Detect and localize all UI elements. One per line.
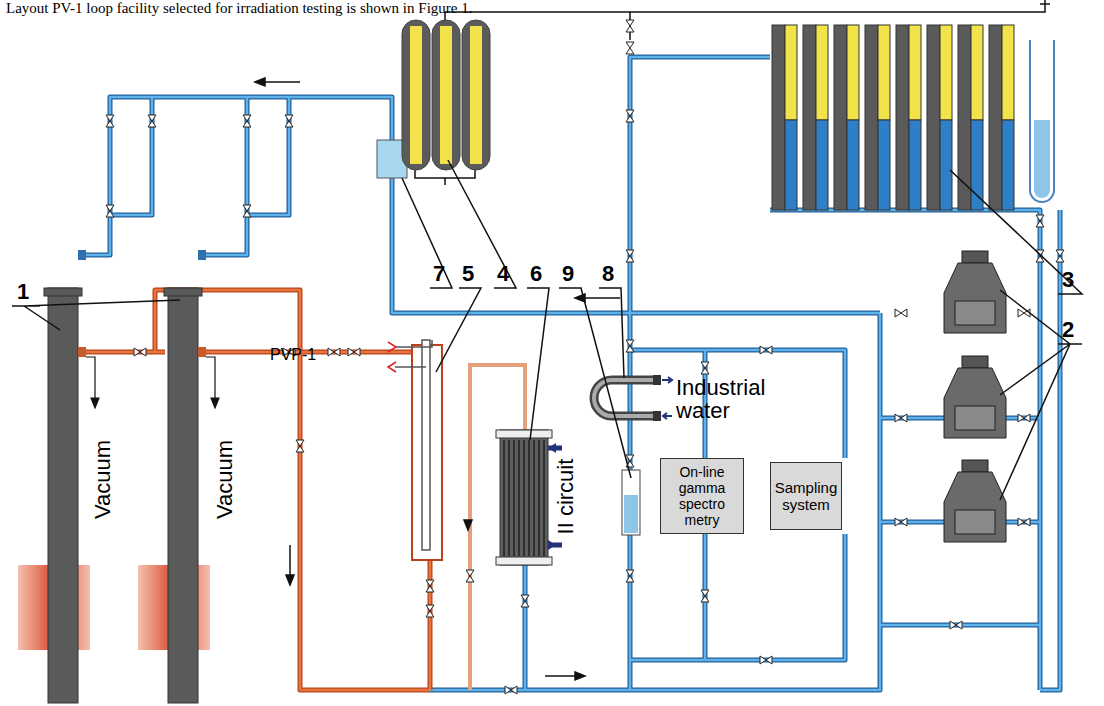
tank-gas [847,25,859,120]
tank-gas [940,25,952,120]
page-text: Layout PV-1 loop facility selected for i… [6,1,472,17]
tank-gas [909,25,921,120]
callout-number: 4 [497,262,509,285]
coolant-label: Industrial water [676,376,806,422]
tank-water [847,120,859,210]
tank-body [958,25,971,210]
tank-body [989,25,1002,210]
pump-casing [955,301,995,325]
callout-number: 3 [1062,268,1074,291]
exchanger-tube [528,440,530,556]
tank-water [909,120,921,210]
vacuum-label: Vacuum [91,440,114,519]
box-text: Sampling system [774,479,838,514]
circuit-label: II circuit [554,459,577,535]
callout-number: 9 [562,262,574,285]
pump-casing [955,406,995,430]
tank-body [896,25,909,210]
tank-water [816,120,828,210]
tank-gas [971,25,983,120]
pump-body [944,263,1006,333]
tank-body [772,25,785,210]
tank-water [785,120,797,210]
tank-water [878,120,890,210]
tank-water [940,120,952,210]
vacuum-label: Vacuum [213,440,236,519]
tank-body [865,25,878,210]
tank-body [927,25,940,210]
exchanger-tube [523,440,525,556]
instrument-box: Sampling system [770,462,842,530]
pump-casing [955,510,995,534]
instrument-box: On-line gamma spectro metry [660,458,744,534]
tank-water [1002,120,1014,210]
exchanger-tube [518,440,520,556]
exchanger-tube [533,440,535,556]
callout-number: 1 [17,280,29,303]
tank-body [803,25,816,210]
callout-number: 5 [462,262,474,285]
tank-gas [785,25,797,120]
exchanger-tube [543,440,545,556]
exchanger-tube [508,440,510,556]
callout-number: 2 [1062,318,1074,341]
tank-gas [878,25,890,120]
exchanger-tube [538,440,540,556]
pump-body [944,368,1006,438]
exchanger-label: PVP-1 [270,347,316,364]
callout-number: 6 [530,262,542,285]
tank-gas [816,25,828,120]
pump-motor [962,356,988,368]
box-text: On-line gamma spectro metry [664,464,740,528]
exchanger-tube [513,440,515,556]
tank-water [971,120,983,210]
callout-number: 7 [433,262,445,285]
pump-motor [962,460,988,472]
callout-number: 8 [602,262,614,285]
tank-body [834,25,847,210]
exchanger-tube [503,440,505,556]
pump-body [944,472,1006,542]
pump-motor [962,251,988,263]
tank-gas [1002,25,1014,120]
